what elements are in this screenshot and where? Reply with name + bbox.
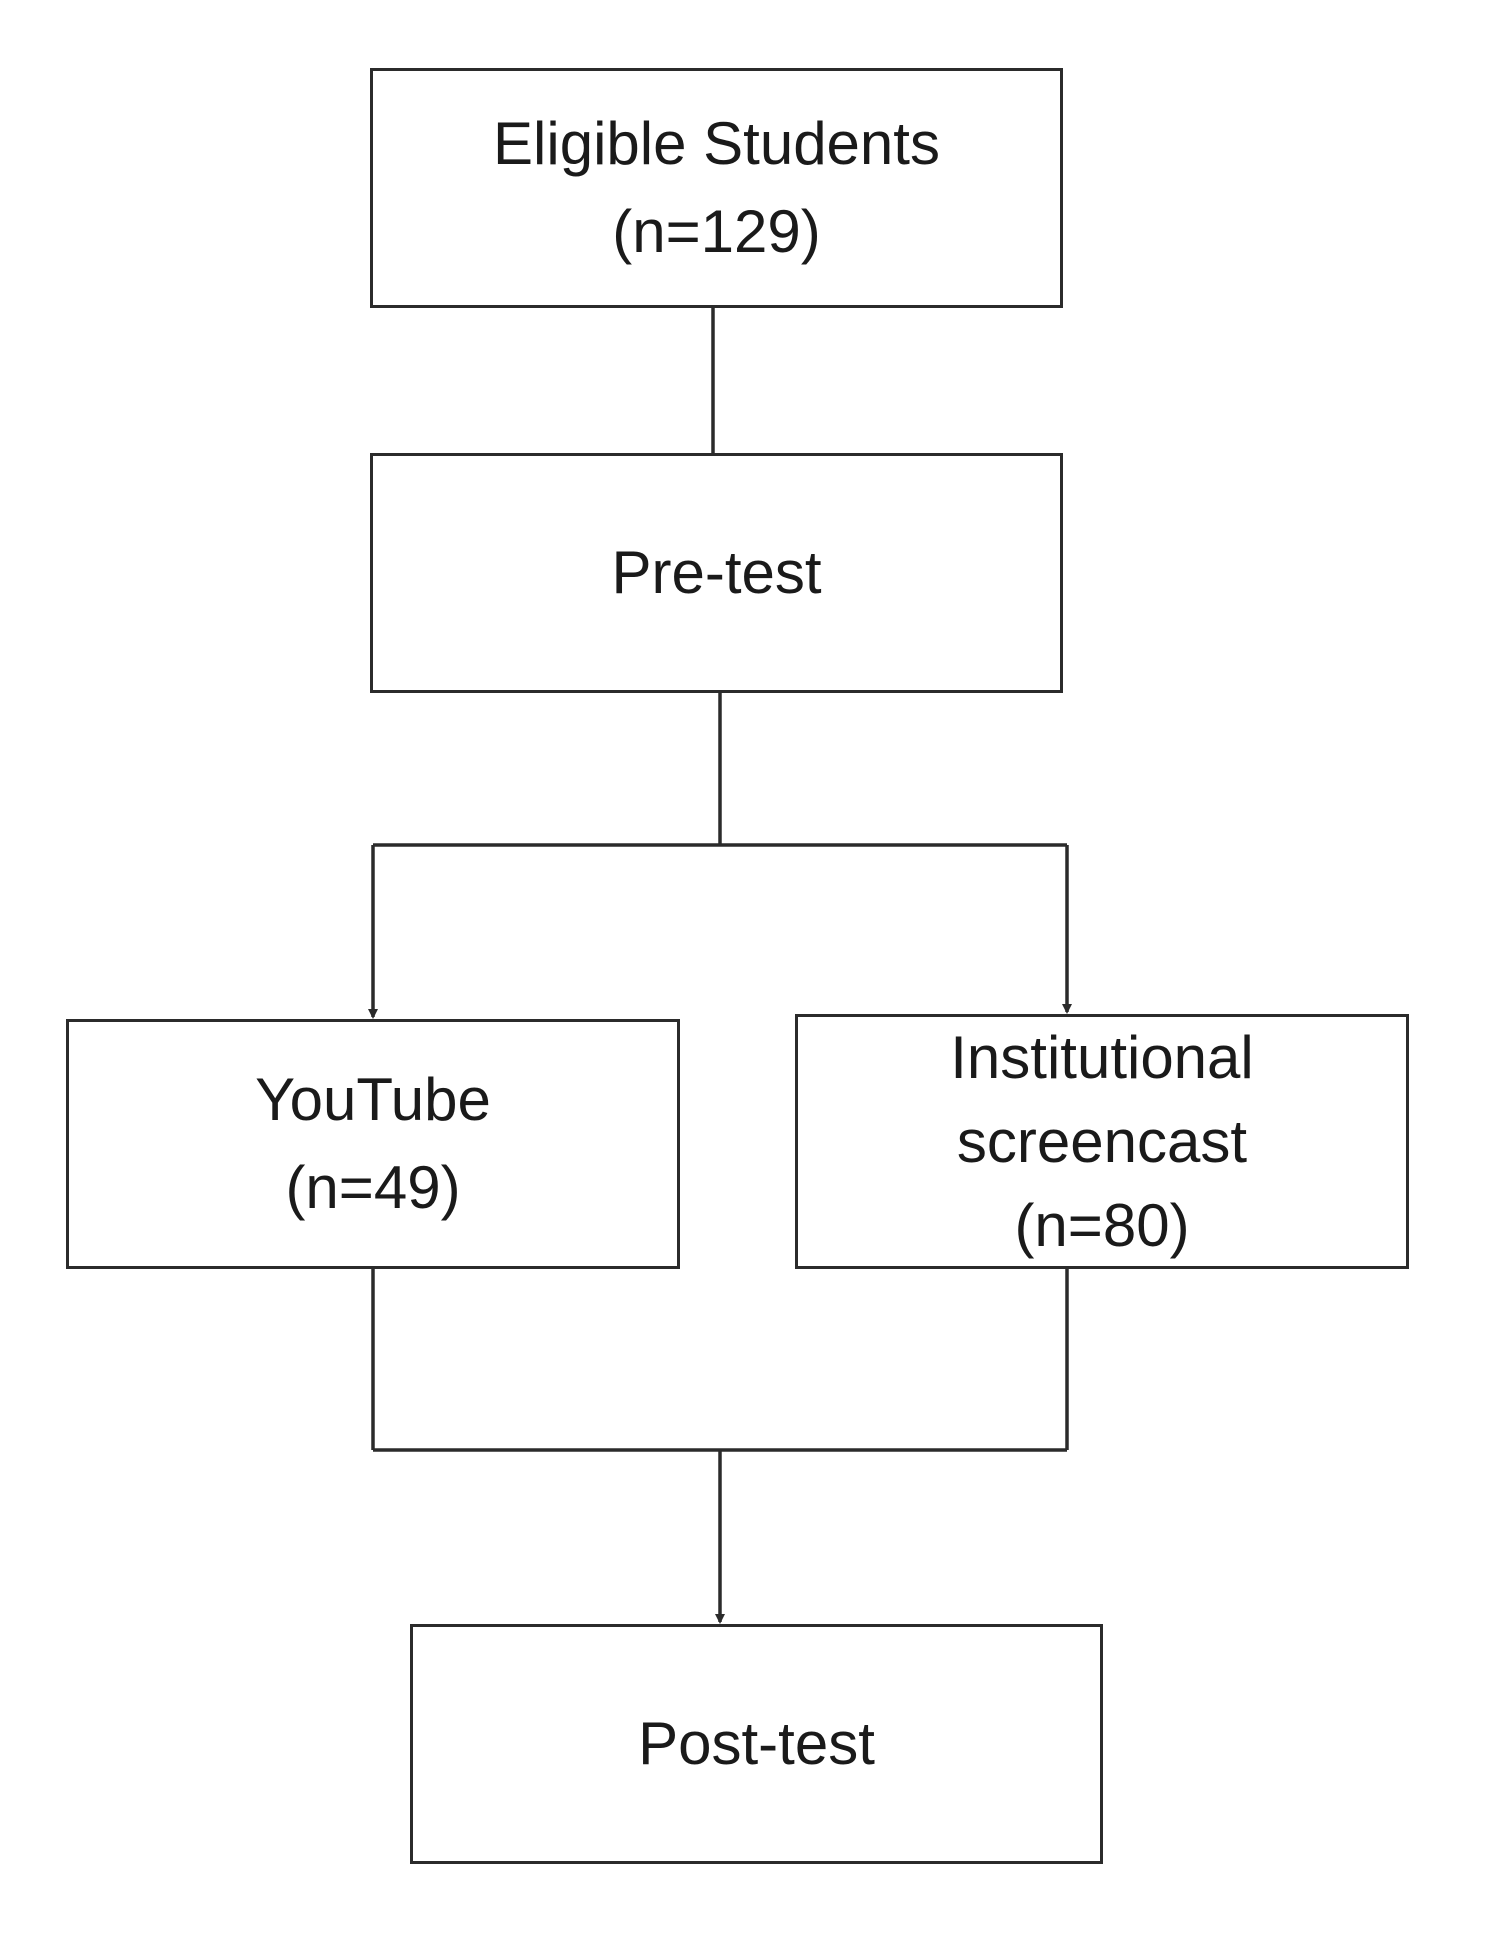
eligible-students-label: Eligible Students — [493, 110, 940, 177]
youtube-count: (n=49) — [285, 1154, 461, 1221]
youtube-box: YouTube (n=49) — [66, 1019, 680, 1269]
post-test-label: Post-test — [638, 1710, 875, 1777]
eligible-students-box: Eligible Students (n=129) — [370, 68, 1063, 308]
institutional-count: (n=80) — [1014, 1191, 1190, 1259]
pre-test-box: Pre-test — [370, 453, 1063, 693]
institutional-screencast-box: Institutional screencast (n=80) — [795, 1014, 1409, 1269]
post-test-box: Post-test — [410, 1624, 1103, 1864]
youtube-label: YouTube — [255, 1066, 491, 1133]
institutional-label-line2: screencast — [956, 1107, 1248, 1175]
institutional-label-line1: Institutional — [950, 1023, 1254, 1091]
eligible-students-count: (n=129) — [612, 198, 821, 265]
pre-test-label: Pre-test — [611, 539, 822, 606]
